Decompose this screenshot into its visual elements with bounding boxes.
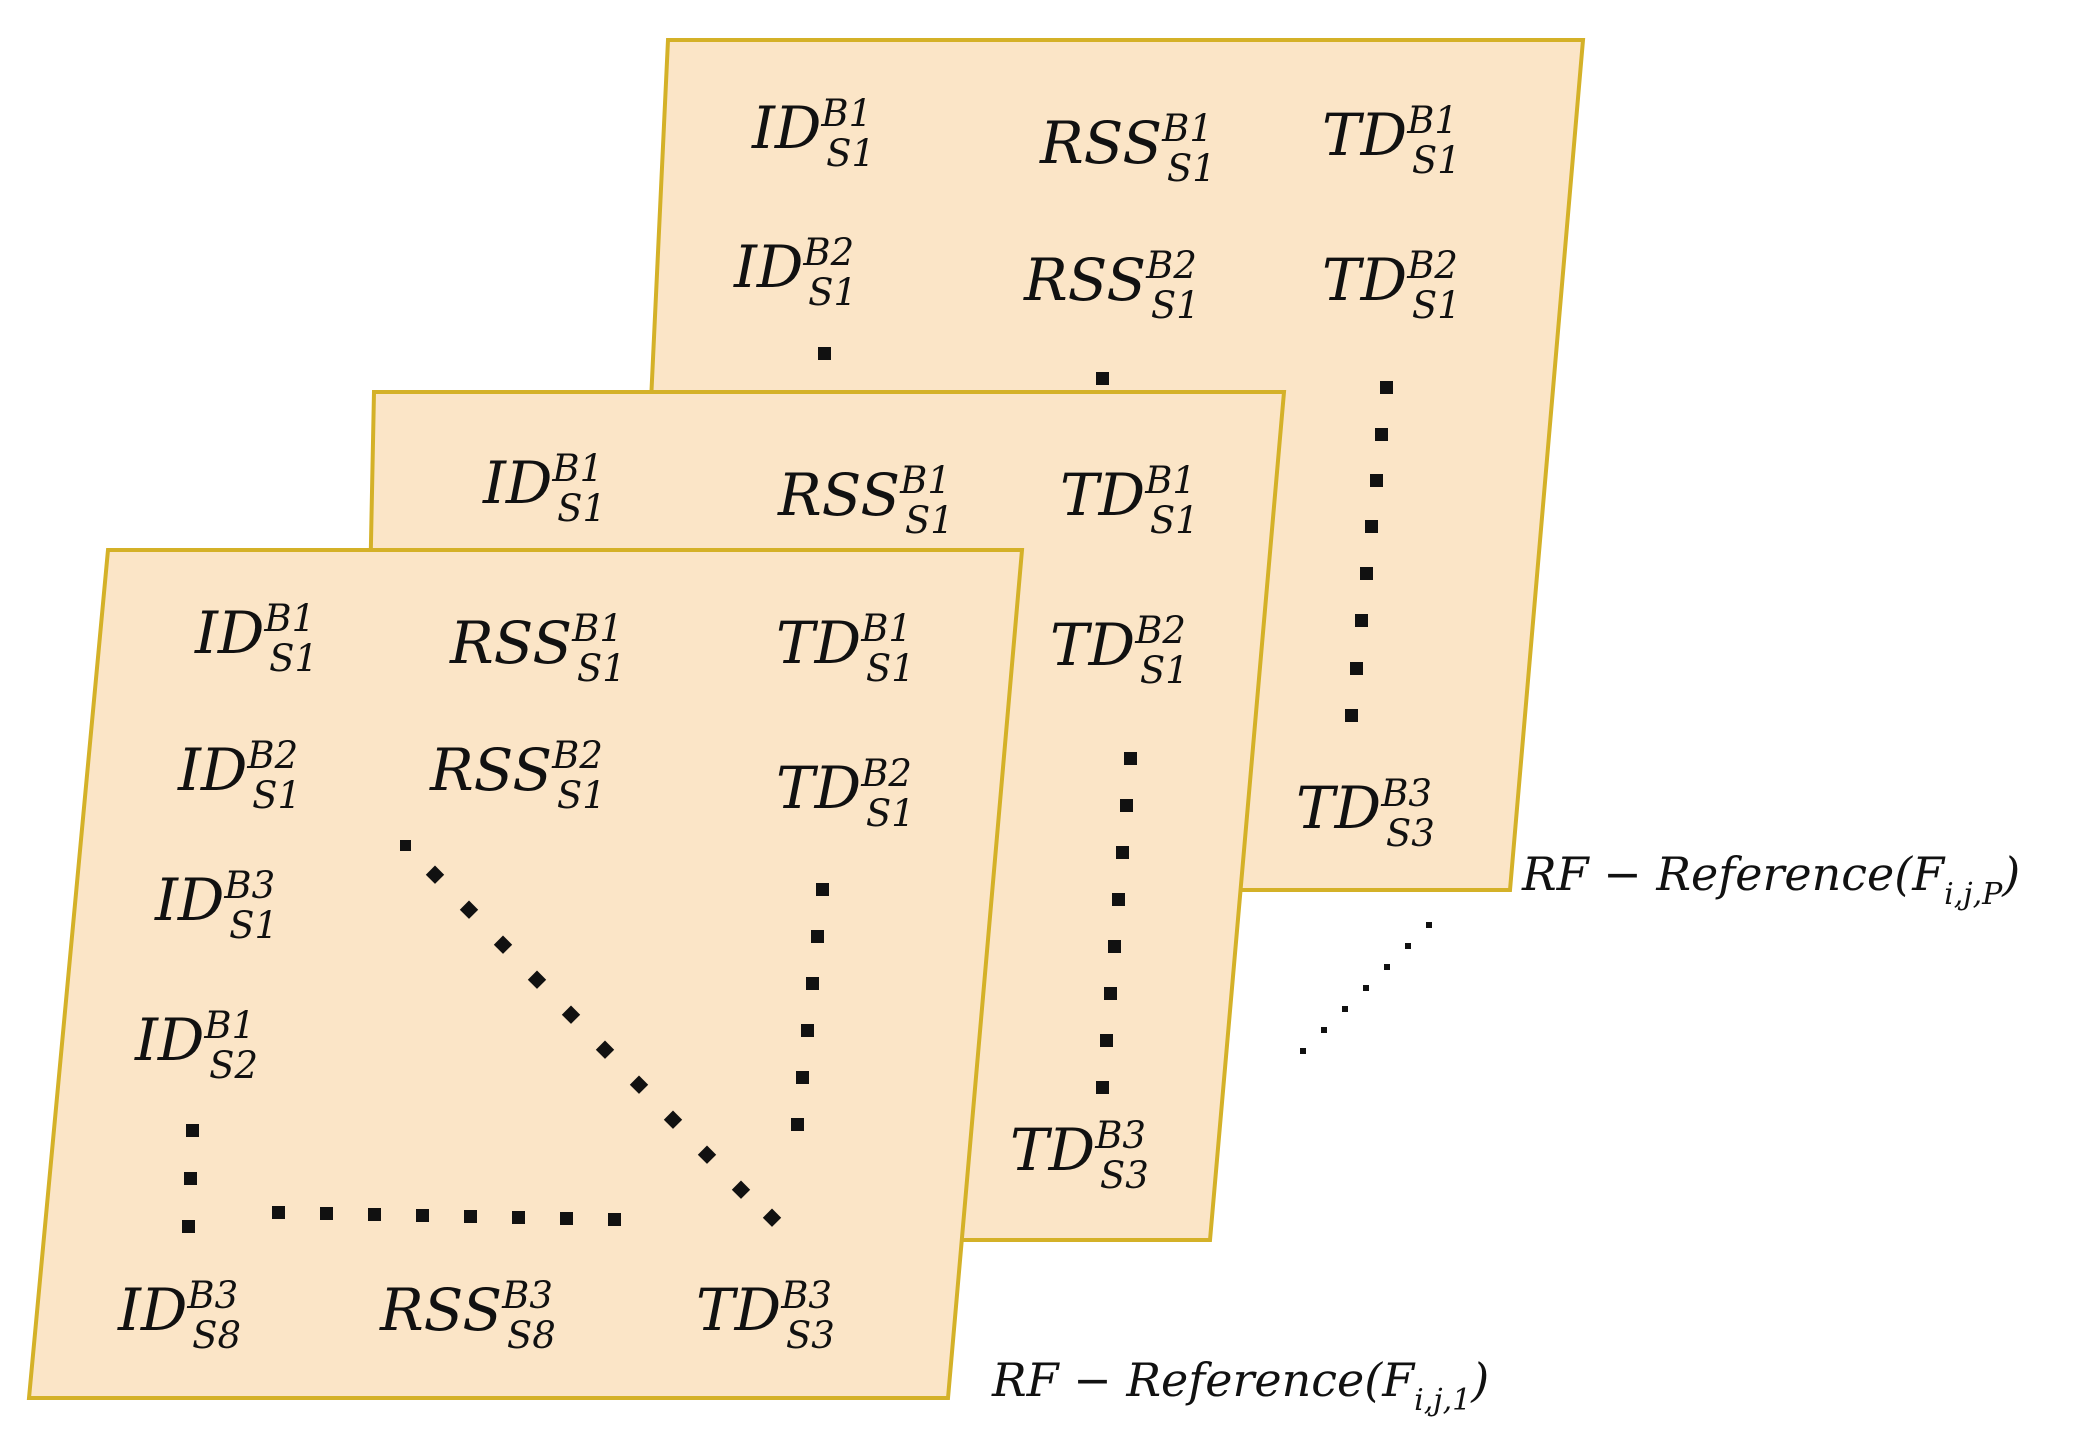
dot — [184, 1172, 197, 1185]
dot — [608, 1213, 621, 1226]
dot — [493, 935, 513, 954]
dot — [272, 1206, 285, 1219]
dot — [1370, 474, 1383, 487]
dot — [1116, 846, 1129, 859]
caption-back-sheet: RF − Reference(Fi,j,P) — [1521, 847, 2020, 912]
dot — [731, 1180, 751, 1199]
dot — [1426, 922, 1432, 928]
dot — [425, 865, 445, 884]
dot — [320, 1207, 333, 1220]
dot — [561, 1005, 581, 1024]
dot — [801, 1024, 814, 1037]
caption-front-sheet: RF − Reference(Fi,j,1) — [991, 1353, 1489, 1418]
dot — [1096, 1081, 1109, 1094]
dot — [796, 1071, 809, 1084]
dot — [186, 1124, 199, 1137]
dot — [595, 1040, 615, 1059]
dot — [811, 930, 824, 943]
dot — [1124, 752, 1137, 765]
dot — [1096, 372, 1109, 385]
dot — [1350, 662, 1363, 675]
dot — [416, 1209, 429, 1222]
dot — [1360, 567, 1373, 580]
dot — [697, 1145, 717, 1164]
dot — [182, 1220, 195, 1233]
sheet-front-dots — [182, 840, 829, 1233]
sheet-front-panel — [26, 548, 1025, 1400]
dot — [368, 1208, 381, 1221]
dot — [459, 900, 479, 919]
dot — [400, 840, 411, 851]
dot — [806, 977, 819, 990]
dot — [816, 883, 829, 896]
dot — [762, 1208, 782, 1227]
dot — [464, 1210, 477, 1223]
dot — [791, 1118, 804, 1131]
dot — [1300, 1048, 1306, 1054]
dot — [1100, 1034, 1113, 1047]
dot — [1108, 940, 1121, 953]
dot — [1363, 985, 1369, 991]
dot — [1104, 987, 1117, 1000]
sheet-back-dots — [818, 347, 1393, 722]
dot — [663, 1110, 683, 1129]
dot — [560, 1212, 573, 1225]
dot — [629, 1075, 649, 1094]
dot — [1345, 709, 1358, 722]
dot — [512, 1211, 525, 1224]
dot — [1384, 964, 1390, 970]
dot — [1321, 1027, 1327, 1033]
dot — [1380, 381, 1393, 394]
dot — [1365, 520, 1378, 533]
dot — [818, 347, 831, 360]
dot — [1112, 893, 1125, 906]
dot — [1342, 1006, 1348, 1012]
sheet-middle-dots — [1096, 752, 1137, 1094]
dot — [1355, 614, 1368, 627]
dot — [1120, 799, 1133, 812]
dot — [1375, 428, 1388, 441]
dot — [527, 970, 547, 989]
dot — [1405, 943, 1411, 949]
stack-ellipsis-dots — [1300, 922, 1432, 1054]
